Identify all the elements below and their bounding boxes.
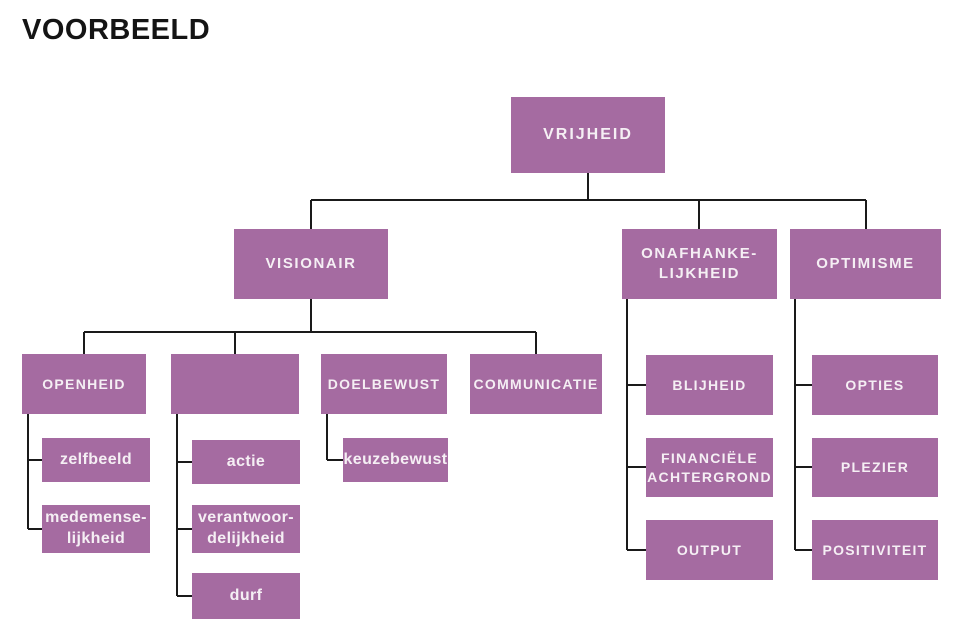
connector-optimisme bbox=[794, 299, 812, 551]
connector-blank bbox=[176, 414, 192, 597]
node-durf: durf bbox=[192, 573, 300, 619]
node-label: COMMUNICATIE bbox=[473, 375, 599, 392]
node-positiviteit: POSITIVITEIT bbox=[812, 520, 938, 580]
node-label: FINANCIËLE ACHTERGROND bbox=[647, 449, 772, 485]
node-financiele-achtergrond: FINANCIËLE ACHTERGROND bbox=[646, 438, 773, 497]
node-keuzebewust: keuzebewust bbox=[343, 438, 448, 482]
connector-doelbewust bbox=[326, 414, 343, 461]
node-onafhankelijkheid: ONAFHANKE- LIJKHEID bbox=[622, 229, 777, 299]
node-label: OUTPUT bbox=[676, 541, 743, 558]
node-label: OPENHEID bbox=[42, 375, 126, 392]
connector-onafhankelijkheid bbox=[626, 299, 646, 551]
node-label: medemense- lijkheid bbox=[45, 509, 147, 547]
node-label: VRIJHEID bbox=[543, 126, 633, 144]
node-blank bbox=[171, 354, 299, 414]
node-blijheid: BLIJHEID bbox=[646, 355, 773, 415]
node-label: BLIJHEID bbox=[672, 376, 747, 393]
connector-openheid bbox=[27, 414, 42, 530]
node-label: durf bbox=[229, 586, 263, 604]
node-label: DOELBEWUST bbox=[327, 375, 441, 392]
node-label: VISIONAIR bbox=[265, 254, 357, 272]
node-vrijheid: VRIJHEID bbox=[511, 97, 665, 173]
node-output: OUTPUT bbox=[646, 520, 773, 580]
page-title: VOORBEELD bbox=[22, 14, 211, 46]
node-doelbewust: DOELBEWUST bbox=[321, 354, 447, 414]
node-medemenselijkheid: medemense- lijkheid bbox=[42, 505, 150, 553]
node-optimisme: OPTIMISME bbox=[790, 229, 941, 299]
node-label: actie bbox=[226, 452, 266, 470]
node-verantwoordelijkheid: verantwoor- delijkheid bbox=[192, 505, 300, 553]
node-label: zelfbeeld bbox=[59, 450, 133, 468]
node-visionair: VISIONAIR bbox=[234, 229, 388, 299]
node-opties: OPTIES bbox=[812, 355, 938, 415]
node-actie: actie bbox=[192, 440, 300, 484]
node-openheid: OPENHEID bbox=[22, 354, 146, 414]
node-communicatie: COMMUNICATIE bbox=[470, 354, 602, 414]
connector-visionair bbox=[83, 299, 537, 354]
connector-root bbox=[310, 173, 867, 229]
node-label: verantwoor- delijkheid bbox=[198, 509, 294, 547]
node-label: OPTIMISME bbox=[816, 254, 915, 272]
node-label: ONAFHANKE- LIJKHEID bbox=[641, 244, 758, 282]
node-zelfbeeld: zelfbeeld bbox=[42, 438, 150, 482]
node-label: POSITIVITEIT bbox=[822, 541, 928, 558]
node-label: keuzebewust bbox=[343, 450, 448, 468]
node-plezier: PLEZIER bbox=[812, 438, 938, 497]
node-label: OPTIES bbox=[845, 376, 905, 393]
node-label: PLEZIER bbox=[840, 459, 910, 476]
